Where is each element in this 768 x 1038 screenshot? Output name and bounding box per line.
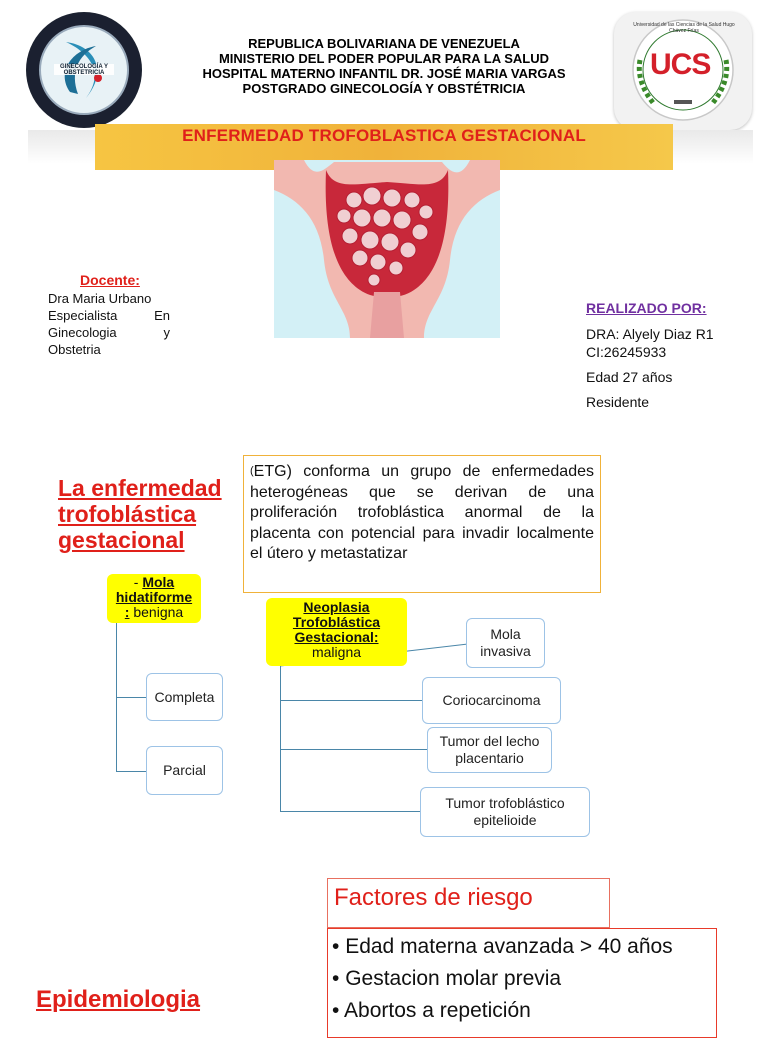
docente-line: Obstetria	[48, 342, 101, 357]
hospital-logo	[26, 12, 142, 128]
factores-list: • Edad materna avanzada > 40 años • Gest…	[327, 928, 717, 1038]
ucs-logo	[614, 12, 752, 130]
mola-hidatiforme-label: - Mola hidatiforme: benigna	[107, 574, 201, 623]
node-coriocarcinoma: Coriocarcinoma	[422, 677, 561, 724]
connector-line	[116, 771, 146, 772]
connector-line	[280, 664, 281, 812]
connector-line	[116, 697, 146, 698]
epidemiologia-title: Epidemiologia	[36, 986, 201, 1013]
realizado-line: Residente	[586, 394, 650, 410]
docente-label: Docente:	[80, 272, 140, 288]
realizado-line: Edad 27 años	[586, 369, 673, 385]
factores-title: Factores de riesgo	[327, 878, 610, 928]
mola-colon: :	[124, 604, 130, 620]
node-tumor-epitelioide: Tumor trofoblástico epitelioide	[420, 787, 590, 837]
node-mola-invasiva: Mola invasiva	[466, 618, 545, 668]
hospital-logo-center-text: GINECOLOGÍA Y OBSTETRICIA	[59, 64, 108, 76]
mola-prefix: -	[133, 574, 143, 590]
realizado-line: DRA: Alyely Diaz R1	[586, 326, 714, 342]
realizado-line: CI:26245933	[586, 344, 667, 360]
docente-line: Especialista En	[48, 308, 170, 323]
etg-paren: (	[250, 465, 254, 477]
connector-line	[280, 811, 420, 812]
connector-line	[280, 749, 427, 750]
list-item: • Edad materna avanzada > 40 años	[332, 935, 673, 958]
etg-definition: ETG) conforma un grupo de enfermedades h…	[250, 463, 594, 562]
institution-header: REPUBLICA BOLIVARIANA DE VENEZUELA MINIS…	[150, 36, 618, 96]
node-parcial: Parcial	[146, 746, 223, 795]
neoplasia-bold: Neoplasia Trofoblástica Gestacional:	[292, 599, 381, 645]
connector-line	[280, 700, 422, 701]
node-completa: Completa	[146, 673, 223, 721]
header-line: MINISTERIO DEL PODER POPULAR PARA LA SAL…	[218, 51, 550, 66]
header-line: REPUBLICA BOLIVARIANA DE VENEZUELA	[248, 36, 520, 51]
neoplasia-label: Neoplasia Trofoblástica Gestacional:mali…	[266, 598, 407, 666]
docente-line: Ginecologia y	[48, 325, 170, 340]
ucs-ring-text: Universidad de las Ciencias de la Salud …	[633, 22, 735, 34]
etg-definition-box: (ETG) conforma un grupo de enfermedades …	[243, 455, 601, 593]
mola-bold: Mola hidatiforme	[115, 574, 193, 605]
neoplasia-rest: maligna	[311, 644, 362, 660]
docente-info: Dra Maria Urbano Especialista En Ginecol…	[48, 290, 170, 358]
node-tumor-lecho-placentario: Tumor del lecho placentario	[427, 727, 552, 773]
realizado-label: REALIZADO POR:	[586, 300, 707, 316]
page-title: ENFERMEDAD TROFOBLASTICA GESTACIONAL	[182, 126, 586, 145]
list-item: • Abortos a repetición	[332, 999, 531, 1022]
mola-rest: benigna	[129, 604, 184, 620]
docente-line: Dra Maria Urbano	[48, 291, 152, 306]
ucs-acronym: UCS	[650, 48, 711, 81]
etg-title: La enfermedad trofoblástica gestacional	[58, 475, 222, 553]
uterus-illustration	[274, 160, 500, 338]
list-item: • Gestacion molar previa	[332, 967, 562, 990]
header-line: POSTGRADO GINECOLOGÍA Y OBSTÉTRICIA	[242, 81, 526, 96]
header-line: HOSPITAL MATERNO INFANTIL DR. JOSÉ MARIA…	[202, 66, 566, 81]
